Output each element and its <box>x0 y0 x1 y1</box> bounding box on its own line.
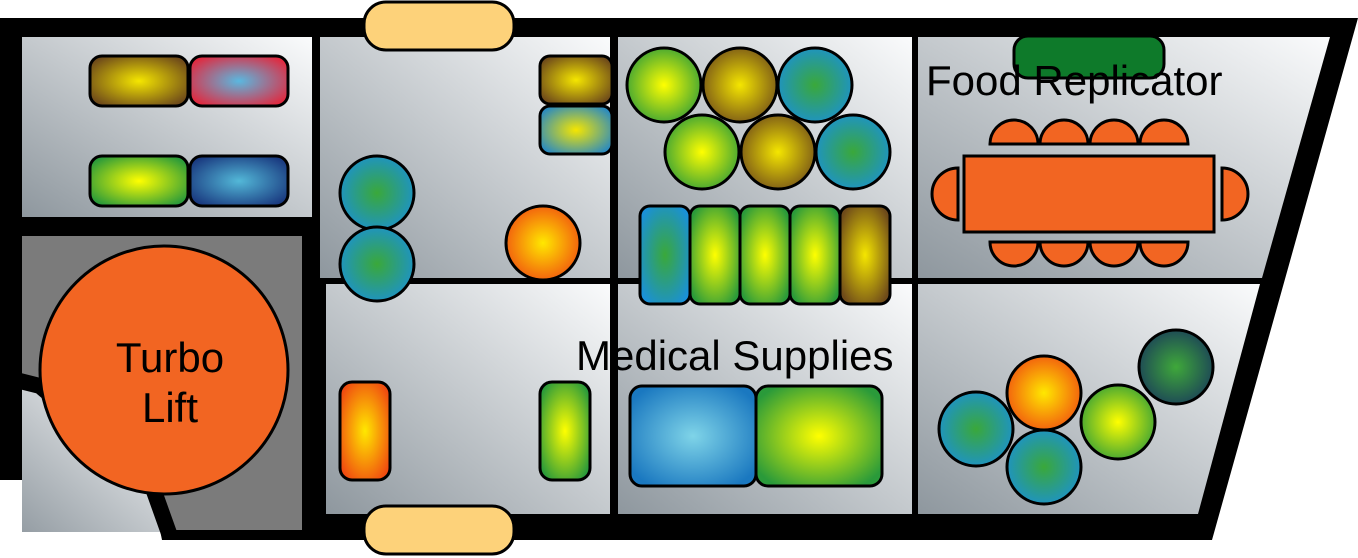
barrel <box>776 46 854 124</box>
crew-quarters-bottom-items <box>338 380 592 482</box>
crate <box>188 154 290 208</box>
medical-supplies-label: Medical Supplies <box>576 332 894 379</box>
medical-supply-crates <box>628 384 884 488</box>
locker <box>538 54 614 106</box>
barrel <box>663 113 741 191</box>
locker <box>538 104 614 156</box>
pod <box>937 390 1015 468</box>
chair <box>930 166 960 222</box>
cargo-bin <box>688 204 742 306</box>
dining-table <box>962 154 1216 234</box>
supply-crate <box>628 384 758 488</box>
seat <box>338 154 416 232</box>
barrel <box>739 113 817 191</box>
chair <box>1138 118 1190 146</box>
food-replicator-label: Food Replicator <box>926 57 1222 104</box>
supply-crate <box>754 384 884 488</box>
top-door[interactable] <box>362 0 516 52</box>
food-replicator-room <box>930 34 1250 268</box>
barrel <box>814 113 892 191</box>
turbo-lift-label-line2: Lift <box>142 384 198 431</box>
chair <box>988 118 1040 146</box>
barrel <box>625 46 703 124</box>
chair <box>988 240 1040 268</box>
crew-quarters-top-items <box>338 54 614 303</box>
food-replicator-unit[interactable] <box>1012 34 1166 80</box>
crate <box>88 54 190 108</box>
locker <box>338 380 392 482</box>
barrel <box>701 46 779 124</box>
cargo-bin <box>838 204 892 306</box>
cargo-bin <box>738 204 792 306</box>
crate <box>88 154 190 208</box>
chair <box>1088 240 1140 268</box>
chair <box>1220 166 1250 222</box>
storage-crates <box>88 54 290 208</box>
turbo-lift-platform <box>38 244 290 496</box>
chair <box>1038 118 1090 146</box>
turbo-lift-label-line1: Turbo <box>116 334 224 381</box>
pod <box>1005 428 1083 506</box>
pod <box>1079 383 1157 461</box>
cargo-bin <box>788 204 842 306</box>
crate <box>188 54 290 108</box>
bottom-door[interactable] <box>362 504 516 556</box>
chair <box>1038 240 1090 268</box>
cargo-barrels <box>625 46 892 306</box>
medbay-pods <box>937 328 1215 506</box>
chair <box>1088 118 1140 146</box>
cargo-bin <box>638 204 692 306</box>
seat <box>338 225 416 303</box>
seat <box>504 204 582 282</box>
pod <box>1005 354 1083 432</box>
locker <box>538 380 592 482</box>
chair <box>1138 240 1190 268</box>
pod <box>1137 328 1215 406</box>
